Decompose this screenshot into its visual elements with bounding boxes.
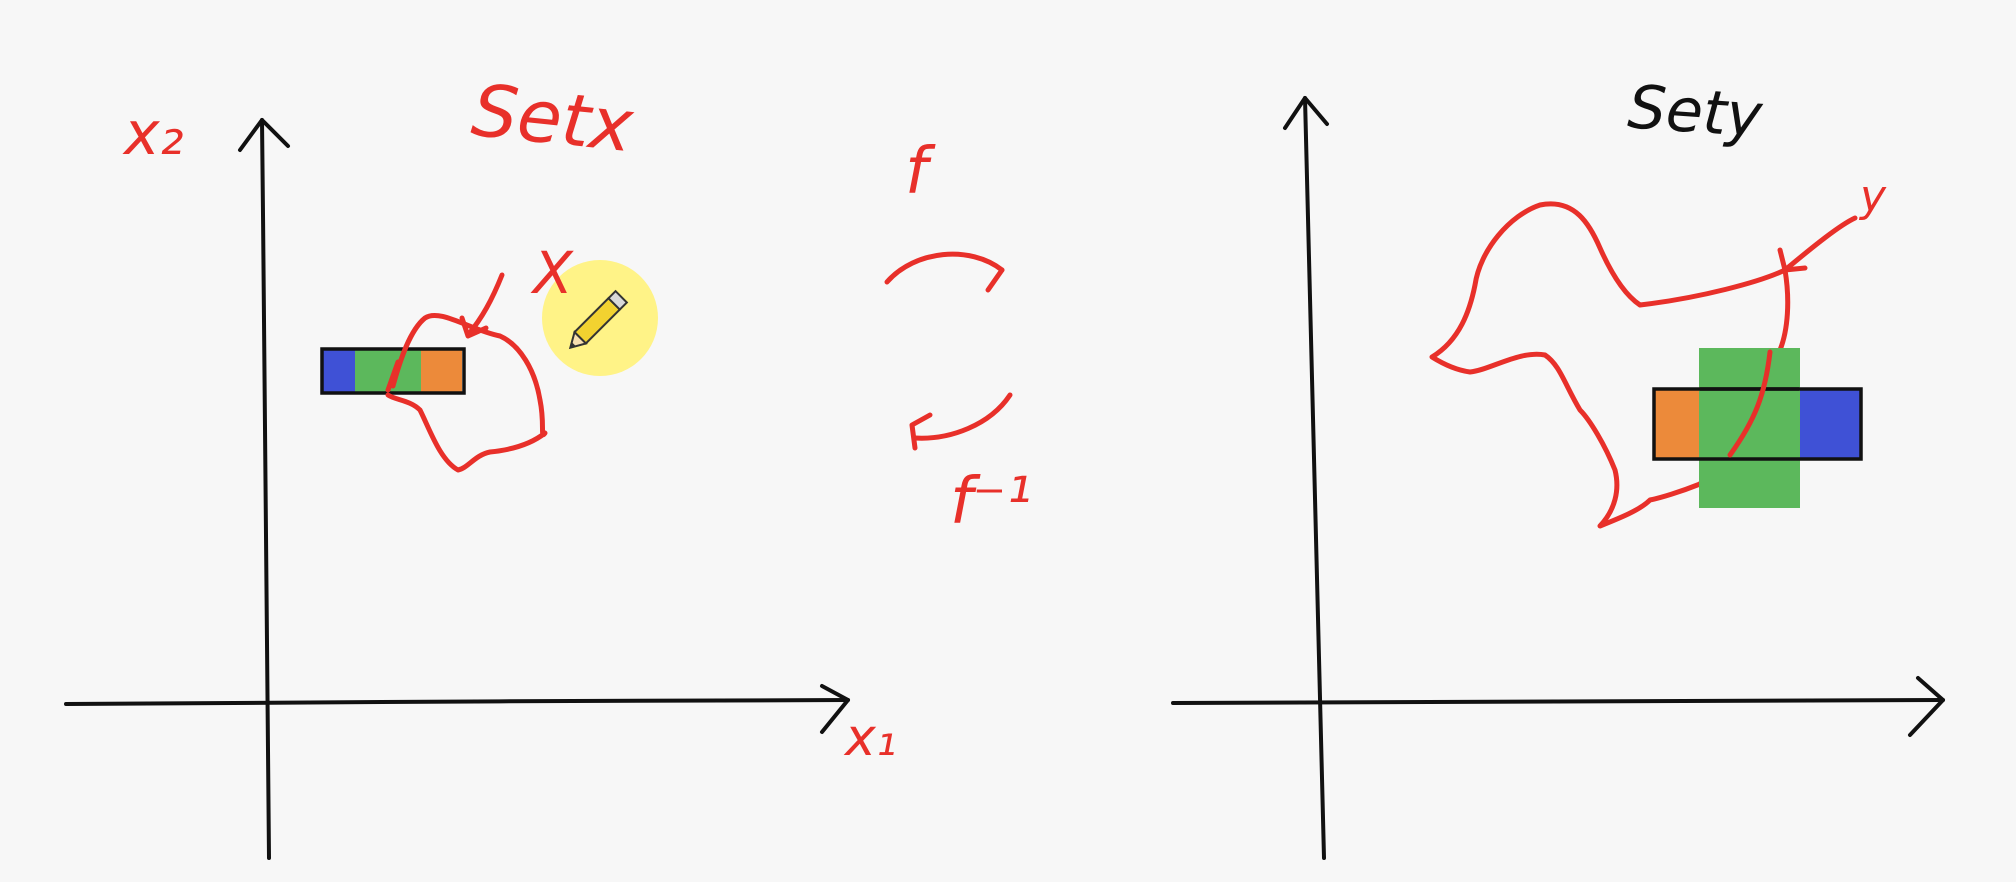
- left-point-label: X: [533, 239, 573, 307]
- right-rectangle-group: [1652, 348, 1863, 508]
- left-point-arrow: [465, 272, 505, 338]
- right-blob-through-rect: [1727, 349, 1773, 458]
- right-x-axis-arrowhead: [1908, 676, 1945, 737]
- right-rect-blue: [1798, 389, 1861, 459]
- mapping-arrows: [884, 251, 1013, 451]
- left-x-axis-label: x₁: [845, 708, 897, 768]
- right-axes: [1171, 96, 1945, 860]
- right-y-axis: [1303, 96, 1326, 860]
- pencil-cursor-icon: [542, 260, 658, 376]
- inverse-map-arrowhead: [909, 412, 933, 451]
- forward-map-arrow: [884, 251, 1005, 285]
- left-rect-outline: [320, 347, 466, 395]
- left-set-x-blob: [385, 312, 548, 473]
- left-point-arrowhead: [459, 315, 489, 339]
- right-point-label: y: [1860, 171, 1887, 222]
- inverse-map-label: f⁻¹: [950, 465, 1032, 539]
- right-x-axis: [1171, 698, 1945, 705]
- left-rectangle-group: [320, 347, 466, 395]
- forward-map-arrowhead: [985, 267, 1005, 293]
- right-set-label: Sety: [1625, 72, 1765, 152]
- right-point-arrowhead: [1777, 247, 1808, 273]
- left-y-axis: [260, 118, 271, 860]
- right-rect-orange: [1654, 389, 1700, 459]
- right-y-axis-arrowhead: [1283, 96, 1329, 130]
- left-x-axis-arrowhead: [820, 684, 850, 734]
- right-point-arrow: [1782, 215, 1858, 273]
- left-x-axis: [64, 698, 850, 706]
- forward-map-label: f: [905, 135, 928, 209]
- left-set-label: Setx: [468, 67, 637, 169]
- left-axes: [64, 118, 850, 860]
- left-mark-in-green: [385, 359, 401, 393]
- left-y-axis-label: x₂: [124, 99, 184, 169]
- left-y-axis-arrowhead: [238, 118, 290, 152]
- left-rect-orange: [420, 349, 462, 393]
- inverse-map-arrow: [912, 392, 1013, 441]
